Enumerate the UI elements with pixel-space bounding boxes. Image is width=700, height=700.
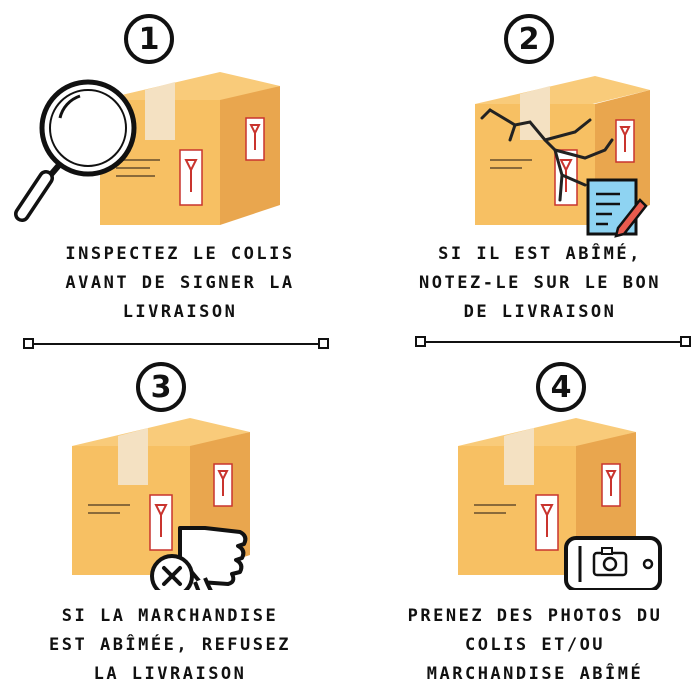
divider-right [414, 335, 694, 349]
reject-x-icon [150, 554, 194, 590]
step-caption: Si il est abîmé, notez-le sur le bon de … [419, 244, 661, 322]
step-2: 2 S [350, 0, 700, 350]
document-edit-icon [586, 178, 648, 238]
step-4: 4 Prenez des photos du colis et/ou march… [350, 350, 700, 700]
step-caption: Prenez des photos du colis et/ou marchan… [407, 606, 663, 684]
step-number-badge: 1 [124, 14, 174, 64]
cardboard-box [458, 418, 636, 575]
divider-left [22, 337, 332, 351]
box-illustration [458, 418, 662, 590]
crack-lines [480, 108, 614, 202]
box-illustration [14, 72, 280, 225]
step-1: 1 Inspectez le colis avant de signer la [0, 0, 350, 350]
step-number-badge: 2 [504, 14, 554, 64]
smartphone-camera-icon [564, 536, 662, 590]
box-illustration [475, 76, 650, 238]
step-number-badge: 3 [136, 362, 186, 412]
box-illustration [72, 418, 250, 590]
thumbs-down-icon [178, 526, 248, 590]
step-number-badge: 4 [536, 362, 586, 412]
step-caption: Inspectez le colis avant de signer la li… [65, 244, 295, 322]
step-caption: Si la marchandise est abîmée, refusez la… [49, 606, 291, 684]
cardboard-box [100, 72, 280, 225]
magnifying-glass-icon [14, 79, 137, 222]
step-3: 3 Si la marchandise est abîmée, refusez … [0, 350, 350, 700]
